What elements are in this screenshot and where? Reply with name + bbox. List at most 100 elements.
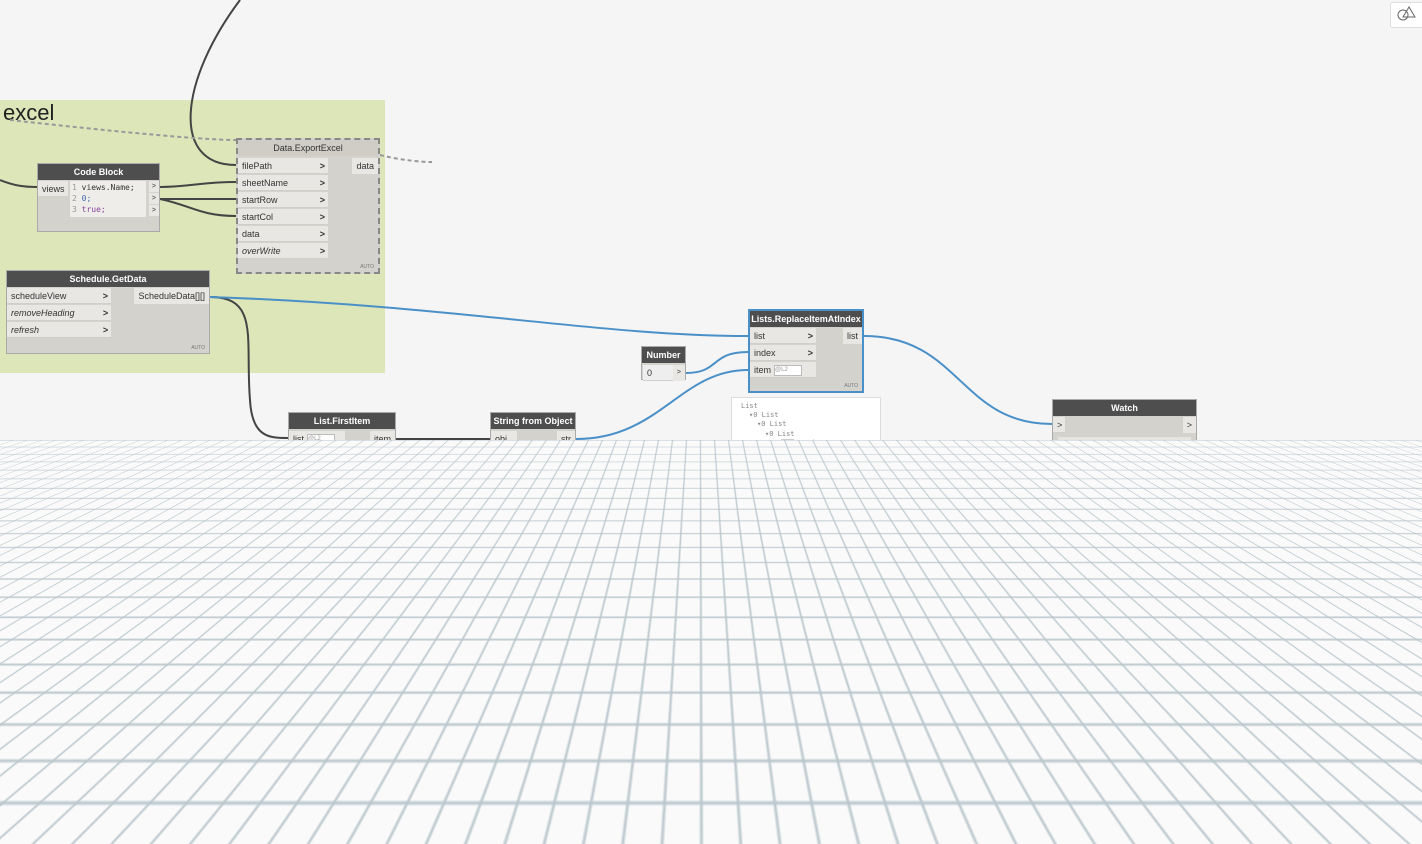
number-input[interactable]: 0: [643, 365, 673, 381]
item-value: Wandnummer: [798, 439, 840, 447]
list-node[interactable]: ▾0 List: [1058, 459, 1191, 468]
item-index: 4: [781, 476, 794, 485]
item-value: -1.1: [488, 618, 505, 626]
node-title: Schedule.GetData: [7, 271, 209, 287]
list-node[interactable]: ▾0 List: [1058, 450, 1191, 459]
list-item: 13: [449, 600, 619, 609]
item-value: Aantal: [1124, 487, 1149, 495]
input-port-list[interactable]: list>: [750, 328, 816, 344]
list-firstitem-node[interactable]: List.FirstItem list@L2 item AUTO: [288, 412, 396, 462]
item-index: 11: [471, 581, 484, 590]
preview-bubble-string[interactable]: List0Wandnummer12Beton C25/30 (betonwand…: [448, 465, 620, 656]
port-label: filePath: [242, 161, 272, 171]
output-port-str[interactable]: str: [557, 431, 575, 447]
list-node[interactable]: ▾2 List: [732, 558, 880, 567]
input-port-startrow[interactable]: startRow>: [238, 192, 328, 208]
list-node-label: 1 List: [769, 494, 794, 502]
item-index: 2: [1107, 560, 1120, 569]
list-node[interactable]: List: [1058, 441, 1191, 450]
list-node[interactable]: ▾2 List: [1058, 597, 1191, 606]
lists-replaceitematindex-node[interactable]: Lists.ReplaceItemAtIndex list> index> it…: [748, 309, 864, 393]
list-item: 120.10: [449, 590, 619, 599]
list-node[interactable]: ▾0 List: [732, 420, 880, 429]
item-index: 0: [781, 503, 794, 512]
item-index: 3: [781, 531, 794, 540]
list-item: 80.6: [449, 554, 619, 563]
data-export-excel-node[interactable]: Data.ExportExcel filePath> sheetName> st…: [236, 138, 380, 274]
item-value: 0.7: [488, 563, 501, 571]
list-level-selector[interactable]: @L2: [307, 434, 335, 445]
list-item: 0Wandnummer: [732, 439, 880, 448]
preview-bubble-replace[interactable]: List▾0 List▾0 List▾0 List0Wandnummer1Aan…: [731, 397, 881, 589]
list-node-label: 2 List: [1095, 597, 1120, 605]
input-port-views[interactable]: views: [38, 181, 68, 197]
list-level-selector[interactable]: @L2: [774, 365, 802, 376]
input-port[interactable]: >: [1053, 417, 1065, 433]
output-port-item[interactable]: item: [370, 431, 395, 447]
item-index: 5: [781, 485, 794, 494]
item-index: 10: [279, 572, 292, 581]
list-item: 0Wandnummer: [1058, 542, 1191, 551]
item-index: 4: [1107, 579, 1120, 588]
port-label: overWrite: [242, 246, 281, 256]
input-port-refresh[interactable]: refresh>: [7, 322, 111, 338]
input-port-sheetname[interactable]: sheetName>: [238, 175, 328, 191]
node-title: Lists.ReplaceItemAtIndex: [750, 311, 862, 327]
item-index: 3: [781, 466, 794, 475]
output-port-data[interactable]: data: [352, 158, 378, 174]
list-node[interactable]: ▾1 List: [1058, 533, 1191, 542]
item-index: 8: [471, 554, 484, 563]
list-node[interactable]: ▾1 List: [732, 494, 880, 503]
input-port-index[interactable]: index>: [750, 345, 816, 361]
input-port-obj[interactable]: obj: [491, 431, 517, 447]
output-port-list[interactable]: list: [843, 328, 862, 344]
item-value: Breedte (m): [798, 466, 844, 474]
list-node-label: 0 List: [1095, 469, 1120, 477]
lacing-label: AUTO: [191, 345, 205, 351]
port-label: refresh: [11, 325, 39, 335]
output-port-3[interactable]: >: [149, 205, 159, 216]
input-port-overwrite[interactable]: overWrite>: [238, 243, 328, 259]
number-node[interactable]: Number 0 >: [641, 346, 686, 380]
item-value: 0.4: [296, 535, 309, 543]
input-port-data[interactable]: data>: [238, 226, 328, 242]
list-node[interactable]: ▾0 List: [732, 411, 880, 420]
schedule-getdata-node[interactable]: Schedule.GetData scheduleView> removeHea…: [6, 270, 210, 354]
code-block-node[interactable]: Code Block views 1 views.Name; 2 0; 3 tr…: [37, 163, 160, 232]
item-value: 0.3: [488, 526, 501, 534]
output-port-scheduledata[interactable]: ScheduleData[][]: [134, 288, 209, 304]
list-node[interactable]: ▾0 List: [1058, 469, 1191, 478]
item-value: Aantal: [798, 448, 823, 456]
watch-node[interactable]: Watch > > List▾0 List▾0 List▾0 List0Wand…: [1052, 399, 1197, 637]
list-node[interactable]: List: [732, 402, 880, 411]
input-port-list[interactable]: list@L2: [289, 431, 345, 447]
item-index: 2: [1107, 496, 1120, 505]
preview-bubble-firstitem[interactable]: List0Wandnummer12Beton C25/30 (betonwand…: [256, 465, 428, 656]
string-from-object-node[interactable]: String from Object obj str: [490, 412, 576, 462]
item-index: 5: [781, 549, 794, 558]
list-item: 1: [257, 489, 427, 498]
node-title: List.FirstItem: [289, 413, 395, 429]
code-editor[interactable]: 1 views.Name; 2 0; 3 true;: [70, 181, 146, 217]
input-port-filepath[interactable]: filePath>: [238, 158, 328, 174]
item-value: 0.9: [488, 581, 501, 589]
list-item: 1: [732, 512, 880, 521]
item-index: 0: [471, 480, 484, 489]
item-index: 5: [279, 526, 292, 535]
input-port-removeheading[interactable]: removeHeading>: [7, 305, 111, 321]
list-node[interactable]: ▾0 List: [732, 430, 880, 439]
output-port-number[interactable]: >: [673, 365, 685, 381]
list-levels: @L5 @L4 @L3 @L2 @L1: [736, 577, 793, 583]
list-item: 100.8: [257, 572, 427, 581]
input-port-item[interactable]: item@L2: [750, 362, 816, 378]
input-port-scheduleview[interactable]: scheduleView>: [7, 288, 111, 304]
input-port-startcol[interactable]: startCol>: [238, 209, 328, 225]
line-number: 3: [72, 205, 77, 214]
list-node-label: 0 List: [769, 430, 794, 438]
item-index: 7: [471, 545, 484, 554]
output-port-1[interactable]: >: [149, 181, 159, 192]
item-value: 0.14: [488, 508, 505, 516]
output-port[interactable]: >: [1183, 417, 1196, 433]
output-port-2[interactable]: >: [149, 193, 159, 204]
watch-tree-view[interactable]: List▾0 List▾0 List▾0 List0Wandnummer1Aan…: [1058, 437, 1191, 635]
